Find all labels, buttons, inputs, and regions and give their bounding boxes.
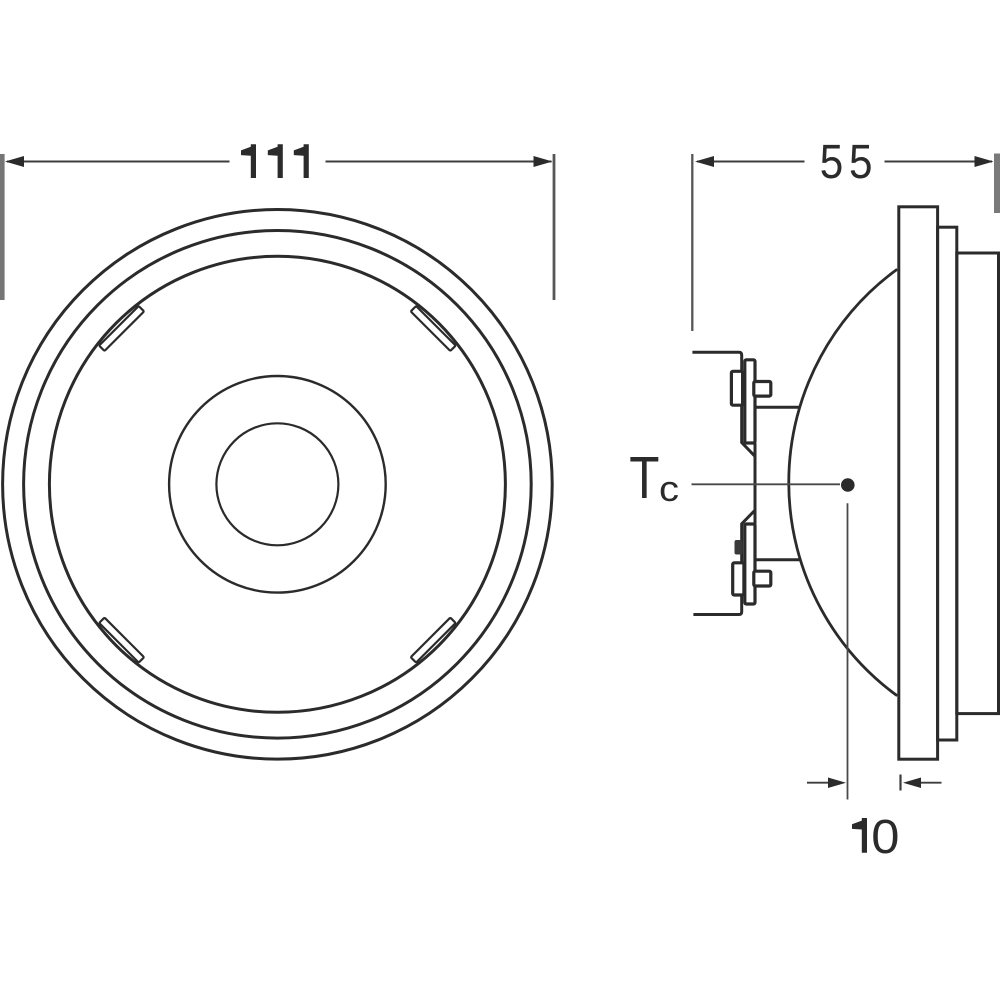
- svg-text:T: T: [629, 445, 659, 511]
- svg-text:5: 5: [820, 135, 844, 189]
- svg-text:0: 0: [871, 810, 899, 864]
- svg-text:5: 5: [849, 135, 873, 189]
- svg-text:c: c: [659, 468, 679, 509]
